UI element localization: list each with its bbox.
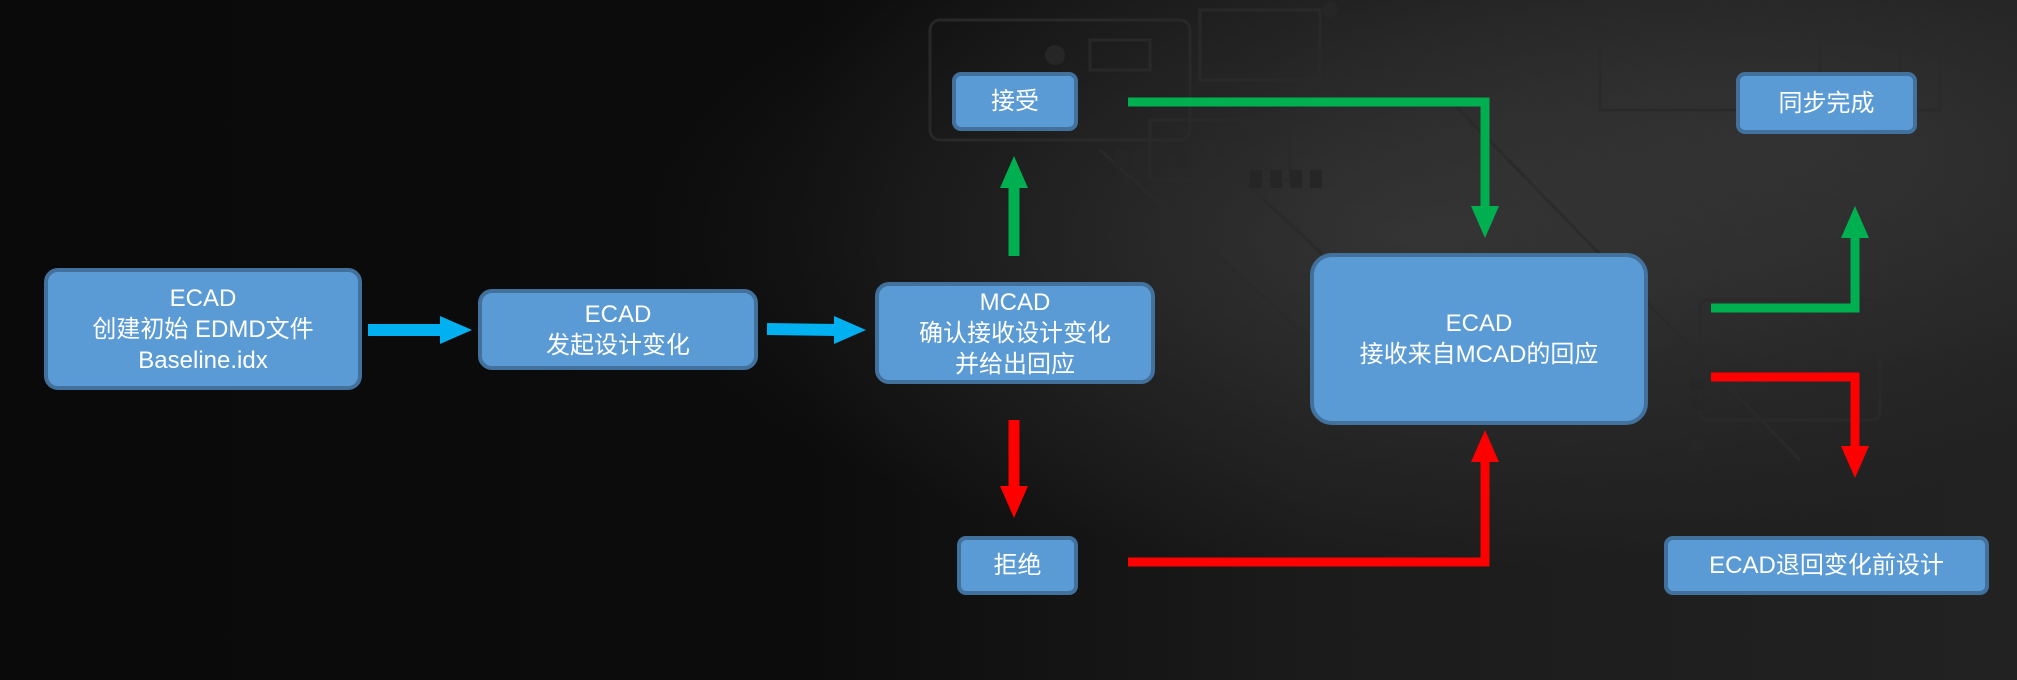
node-text: 创建初始 EDMD文件 [92, 315, 314, 343]
mcad-confirm-node: MCAD 确认接收设计变化 并给出回应 [875, 282, 1155, 384]
node-text: 发起设计变化 [546, 331, 690, 359]
sync-done-node: 同步完成 [1736, 72, 1917, 134]
node-text: 同步完成 [1778, 89, 1875, 117]
node-title: ECAD [584, 300, 652, 328]
node-text: 接受 [991, 88, 1039, 115]
reject-node: 拒绝 [957, 536, 1078, 595]
arrow-blue-1 [368, 316, 472, 344]
arrow-red-reject-to-ecad [1128, 430, 1499, 567]
arrow-green-up-to-accept [1000, 156, 1028, 256]
node-title: ECAD [1445, 310, 1513, 337]
arrow-green-accept-to-ecad [1128, 97, 1499, 238]
node-text: 接收来自MCAD的回应 [1359, 341, 1599, 368]
ecad-revert-node: ECAD退回变化前设计 [1664, 536, 1989, 595]
node-text: 并给出回应 [955, 350, 1075, 378]
ecad-receive-node: ECAD 接收来自MCAD的回应 [1310, 253, 1648, 425]
ecad-create-node: ECAD 创建初始 EDMD文件 Baseline.idx [44, 268, 362, 390]
accept-node: 接受 [952, 72, 1078, 131]
node-text: ECAD退回变化前设计 [1709, 552, 1944, 579]
arrow-blue-2 [766, 316, 866, 344]
ecad-change-node: ECAD 发起设计变化 [478, 289, 758, 370]
arrow-red-down-to-reject [1000, 420, 1028, 518]
arrow-green-ecad-to-sync [1711, 206, 1869, 313]
node-title: ECAD [169, 284, 237, 312]
node-title: MCAD [979, 288, 1051, 316]
node-text: 确认接收设计变化 [919, 319, 1111, 347]
node-text: Baseline.idx [138, 346, 268, 374]
arrow-red-ecad-to-revert [1711, 372, 1869, 478]
node-text: 拒绝 [993, 552, 1042, 579]
